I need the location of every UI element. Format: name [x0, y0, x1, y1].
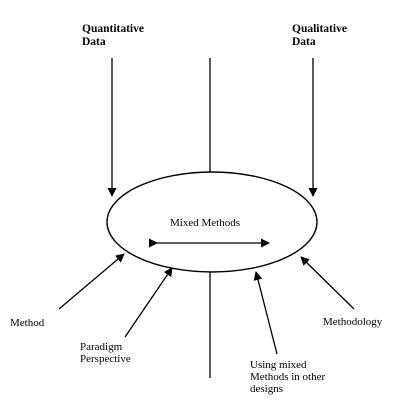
label-quantitative-line2: Data	[82, 36, 106, 48]
label-using-mixed-line2: Methods in other	[250, 371, 326, 383]
label-using-mixed-methods: Using mixed Methods in other designs	[250, 359, 325, 395]
label-qualitative-line2: Data	[292, 36, 316, 48]
arrow-using-mixed	[253, 271, 278, 355]
label-paradigm-line2: Perspective	[80, 353, 131, 365]
arrow-method	[58, 253, 125, 310]
label-quantitative-line1: Quantitative	[82, 23, 144, 35]
label-paradigm-line1: Paradigm	[80, 341, 123, 353]
label-mixed-methods: Mixed Methods	[170, 217, 240, 229]
label-using-mixed-line3: designs	[250, 383, 283, 395]
label-qualitative-line1: Qualitative	[292, 23, 347, 35]
arrow-methodology	[300, 256, 355, 310]
label-paradigm-perspective: Paradigm Perspective	[80, 341, 131, 365]
label-qualitative-data: Qualitative Data	[292, 23, 347, 49]
label-methodology: Methodology	[323, 316, 383, 328]
arrow-paradigm	[124, 267, 173, 338]
label-using-mixed-line1: Using mixed	[250, 359, 307, 371]
label-quantitative-data: Quantitative Data	[82, 23, 144, 49]
label-method: Method	[10, 317, 45, 329]
